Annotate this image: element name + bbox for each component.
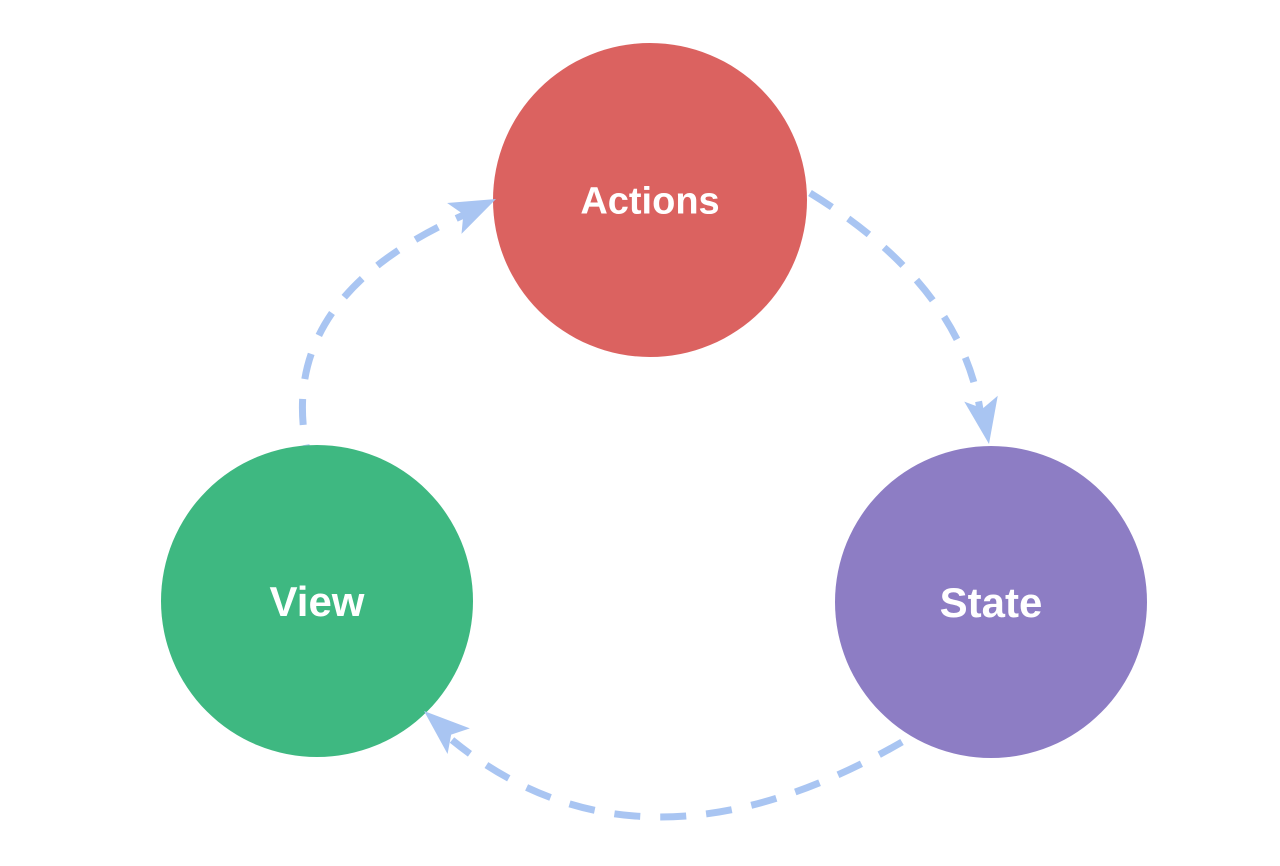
node-view [161, 445, 473, 757]
edge-actions-to-state [808, 190, 986, 425]
arrowhead-view-to-actions-icon [447, 199, 496, 234]
edge-state-to-view [449, 737, 904, 821]
node-actions-label: Actions [580, 181, 719, 223]
arrowhead-state-to-view-icon [424, 711, 470, 755]
node-view-label: View [270, 578, 365, 625]
arrowhead-actions-to-state-icon [964, 395, 998, 444]
node-actions [493, 43, 807, 357]
node-state [835, 446, 1147, 758]
edge-view-to-actions [298, 207, 475, 471]
node-state-label: State [940, 579, 1043, 626]
